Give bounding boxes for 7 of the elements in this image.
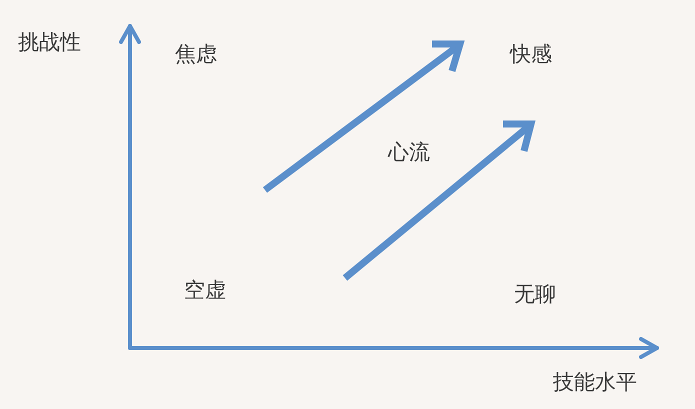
axis-title: 技能水平 <box>553 370 637 396</box>
region-label: 焦虑 <box>175 42 217 68</box>
axis-title: 挑战性 <box>18 30 81 56</box>
region-label: 快感 <box>510 42 552 68</box>
region-label: 心流 <box>388 140 430 166</box>
region-label: 无聊 <box>514 282 556 308</box>
region-label: 空虚 <box>184 278 226 304</box>
